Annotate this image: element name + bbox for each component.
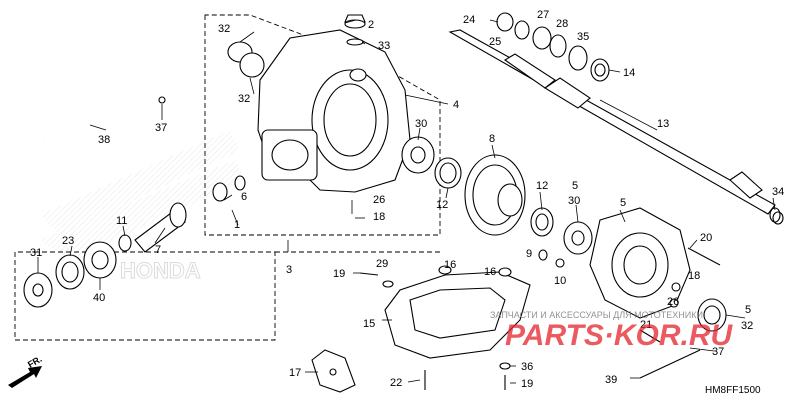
callout-33: 33 [378,40,390,52]
drive-shaft-13 [448,29,781,223]
callout-18b: 18 [688,270,700,282]
callout-22: 22 [390,377,402,389]
seal-23 [55,254,85,290]
callout-27: 27 [537,9,549,21]
diagram-code: HM8FF1500 [705,385,761,396]
callout-6: 6 [241,191,247,203]
callout-1: 1 [234,219,240,231]
callout-3: 3 [286,264,292,276]
callout-28: 28 [556,18,568,30]
callout-11: 11 [116,215,127,227]
callout-12a: 12 [436,199,448,211]
callout-40: 40 [93,292,105,304]
callout-30b: 30 [568,195,580,207]
bolt-20 [687,247,721,266]
callout-36: 36 [521,361,533,373]
callout-15: 15 [363,318,375,330]
callout-38: 38 [98,134,110,146]
callout-25: 25 [489,36,501,48]
watermark-text: ЗАПЧАСТИ И АКСЕССУАРЫ ДЛЯ МОТОТЕХНИКИ [490,310,703,320]
callout-9: 9 [526,248,532,260]
watermark-brand: PARTS·KOR.RU [505,319,734,352]
callout-26a: 26 [373,194,385,206]
callout-32a: 32 [218,23,230,35]
shaft-parts [496,12,610,82]
callout-29: 29 [376,258,388,270]
callout-5b: 5 [620,197,626,209]
callout-34: 34 [772,186,784,198]
ring-34 [772,211,784,225]
bearing-30 [401,136,435,174]
ring-gear-8 [464,154,526,236]
callout-20: 20 [700,232,712,244]
background-wing-watermark: HONDA [40,130,245,284]
pinion-gear-7 [134,202,187,253]
callout-35: 35 [577,31,589,43]
callout-26b: 26 [667,296,679,308]
leader-lines [37,19,776,384]
callout-32c: 32 [741,320,753,332]
joint-31 [23,272,53,308]
callout-12b: 12 [536,180,548,192]
assembly-frame-3 [14,251,440,341]
breather-tube-38 [44,96,166,141]
callout-24: 24 [463,14,475,26]
callout-31: 31 [30,247,42,259]
seal-12 [434,157,462,189]
callout-17: 17 [289,367,301,379]
cover-5 [589,207,691,319]
callout-10: 10 [554,275,566,287]
washers-1-6 [212,175,246,202]
bearing-30-right [563,221,593,255]
bolt-36-19 [499,362,511,390]
bearings-32 [227,41,265,78]
callout-23: 23 [62,235,74,247]
watermark: ЗАПЧАСТИ И АКСЕССУАРЫ ДЛЯ МОТОТЕХНИКИ PA… [490,310,734,352]
bracket-17 [311,349,356,393]
callout-13: 13 [657,118,669,130]
callout-30a: 30 [415,118,427,130]
callout-16b: 16 [484,266,496,278]
bearing-40 [83,241,117,279]
callout-39: 39 [605,374,617,386]
callout-labels: 32 32 2 33 4 30 8 12 12 5 30 6 1 26 18 7… [30,9,784,390]
bolt-21 [639,329,661,343]
callout-18a: 18 [373,211,385,223]
gear-case-housing [257,29,411,193]
small-parts-right [538,249,681,308]
callout-5a: 5 [572,180,578,192]
callout-2: 2 [368,19,374,31]
callout-19a: 19 [333,268,345,280]
callout-8: 8 [489,133,495,145]
callout-32b: 32 [238,93,250,105]
plug-2 [344,14,366,46]
callout-7: 7 [155,244,161,256]
callout-37b: 37 [712,346,724,358]
callout-19b: 19 [521,378,533,390]
washer-29 [382,280,394,288]
skid-plate-15 [384,265,531,359]
bolt-19-top [359,272,379,276]
assembly-frame-4 [204,14,441,236]
callout-5c: 5 [745,304,751,316]
stud-39 [639,349,701,379]
callout-14: 14 [623,67,635,79]
callout-37a: 37 [155,122,167,134]
callout-4: 4 [453,99,459,111]
seal-12-right [530,207,554,237]
callout-21: 21 [640,319,652,331]
callout-16a: 16 [444,259,456,271]
front-arrow [8,366,42,388]
svg-text:HONDA: HONDA [120,258,201,283]
collar-11 [118,234,132,252]
